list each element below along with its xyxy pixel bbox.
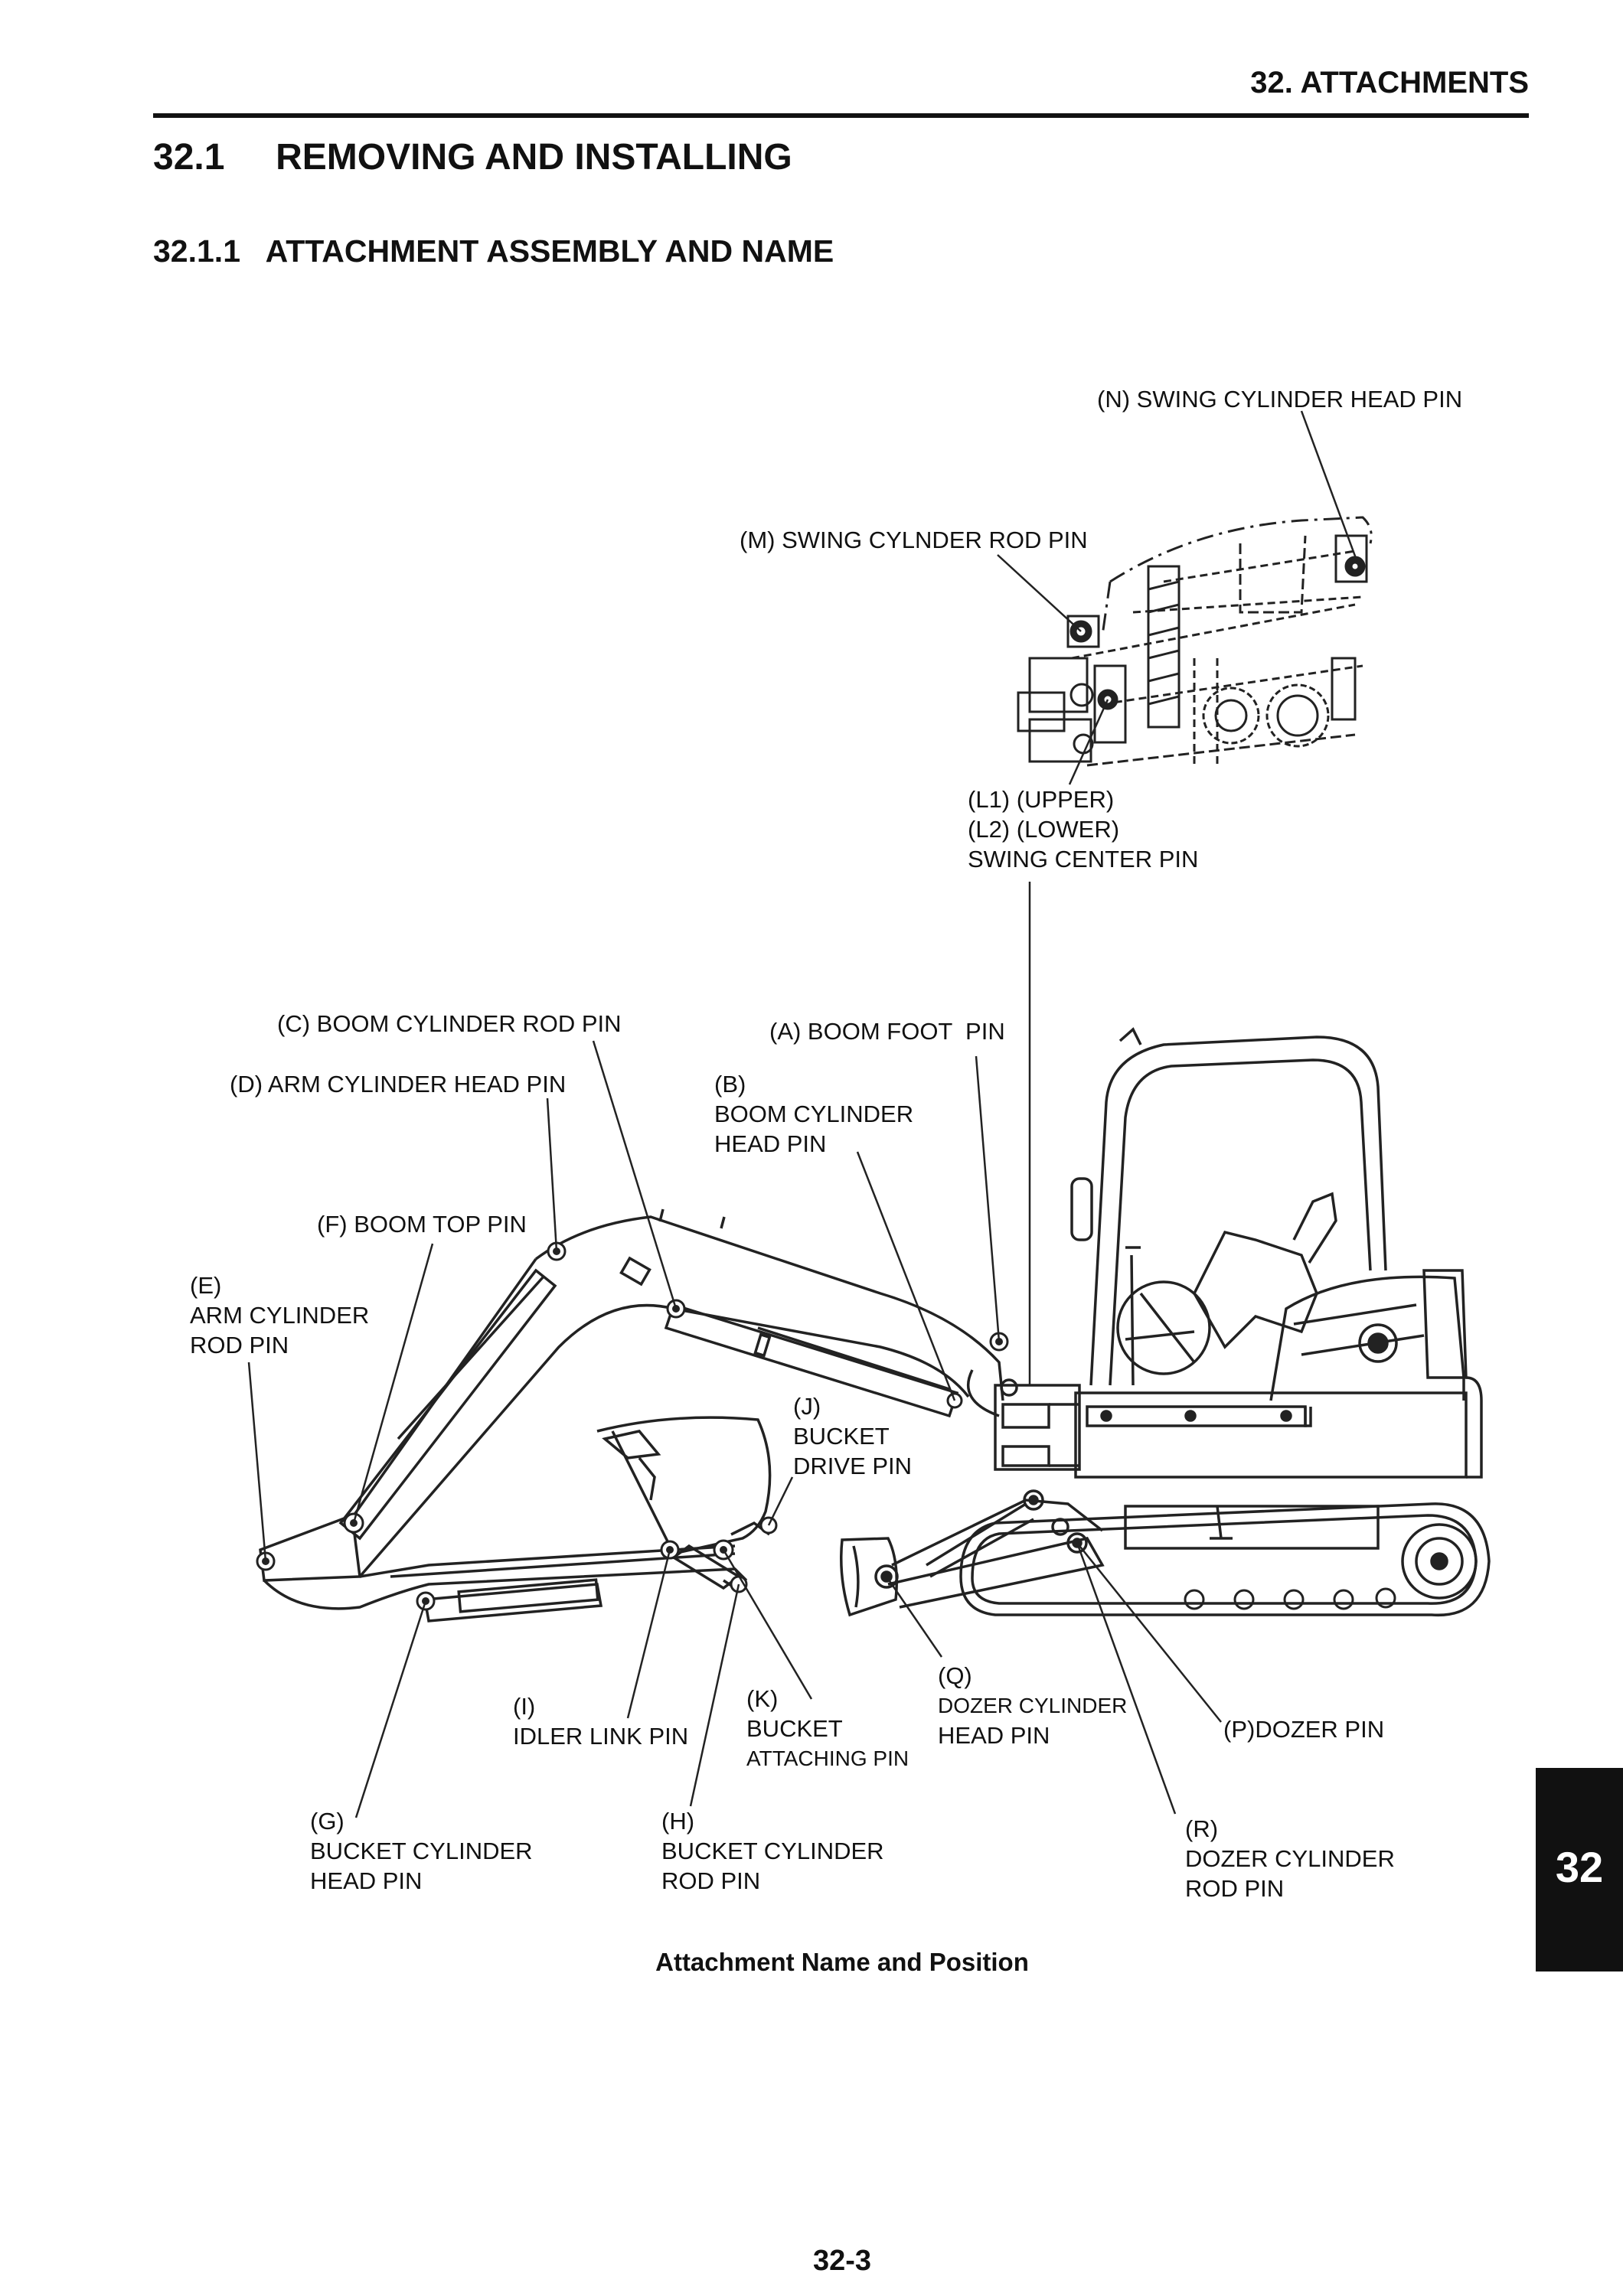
leader-lines bbox=[247, 410, 1360, 1818]
section-title: 32.1 REMOVING AND INSTALLING bbox=[153, 137, 792, 178]
label-swing-center-pin: (L1) (UPPER)(L2) (LOWER)SWING CENTER PIN bbox=[968, 786, 1199, 872]
label-boom-cylinder-rod-pin: (C) BOOM CYLINDER ROD PIN bbox=[277, 1010, 622, 1037]
label-boom-foot-pin: (A) BOOM FOOT PIN bbox=[769, 1018, 1005, 1045]
excavator-body bbox=[259, 1027, 1491, 1623]
page-number: 32-3 bbox=[812, 2245, 872, 2277]
label-idler-link-pin: (I)IDLER LINK PIN bbox=[513, 1693, 689, 1750]
swing-bracket-drawing bbox=[1017, 516, 1373, 767]
label-dozer-pin: (P)DOZER PIN bbox=[1223, 1716, 1385, 1743]
label-swing-cylinder-rod-pin: (M) SWING CYLNDER ROD PIN bbox=[740, 527, 1088, 553]
figure-caption: Attachment Name and Position bbox=[655, 1948, 1029, 1976]
chapter-side-tab: 32 bbox=[1536, 1768, 1623, 1971]
label-boom-top-pin: (F) BOOM TOP PIN bbox=[317, 1211, 527, 1238]
label-swing-cylinder-head-pin: (N) SWING CYLINDER HEAD PIN bbox=[1097, 386, 1463, 413]
label-arm-cylinder-head-pin: (D) ARM CYLINDER HEAD PIN bbox=[230, 1071, 567, 1097]
header-rule bbox=[153, 113, 1529, 118]
chapter-header: 32. ATTACHMENTS bbox=[1250, 66, 1529, 99]
subsection-title: 32.1.1 ATTACHMENT ASSEMBLY AND NAME bbox=[153, 233, 834, 269]
